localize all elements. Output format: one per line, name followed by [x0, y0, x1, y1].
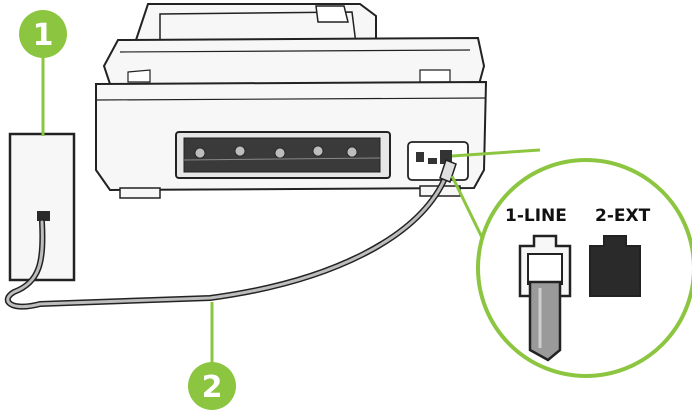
ext-port: [589, 235, 641, 297]
printer-fax-device: [95, 3, 488, 199]
callout-2-badge: [188, 362, 236, 410]
ext-port-label: 2-EXT: [595, 206, 651, 226]
callout-2-number: 2: [202, 370, 223, 405]
phone-cord: [4, 159, 457, 310]
callout-1-badge: [19, 10, 67, 58]
zoom-ring: [450, 148, 692, 378]
callout-1: 1: [19, 10, 67, 58]
callout-2: 2: [188, 362, 236, 410]
line-port: [518, 234, 572, 362]
callout-1-number: 1: [33, 18, 54, 53]
line-port-label: 1-LINE: [505, 206, 567, 226]
